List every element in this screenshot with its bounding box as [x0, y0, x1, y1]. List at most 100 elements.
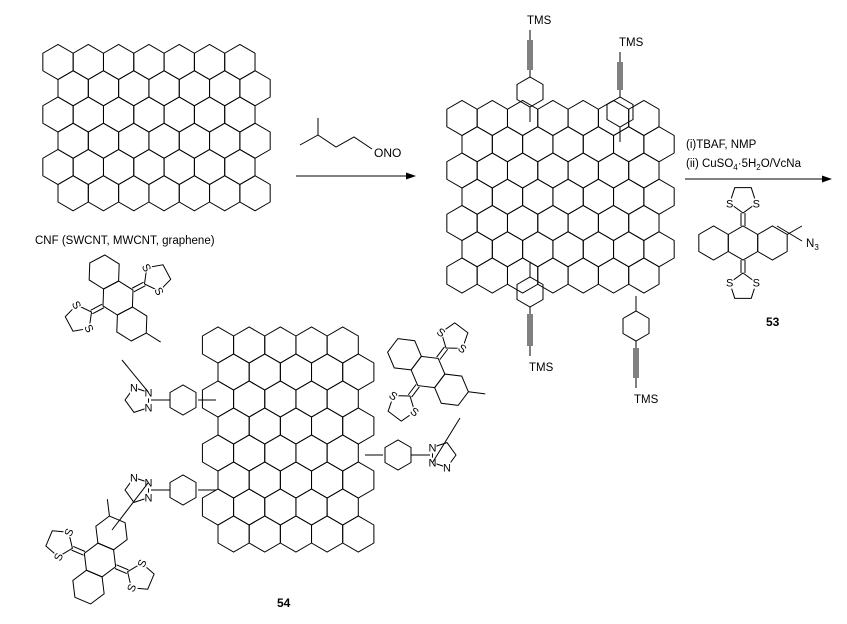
graphene-hexagon [506, 99, 539, 137]
graphene-hexagon [248, 515, 281, 553]
graphene-hexagon [201, 326, 235, 364]
exocyclic-double-bond [92, 307, 105, 315]
atom-mask [428, 457, 437, 469]
graphene-hexagon [506, 152, 539, 189]
graphene-hexagon [201, 488, 235, 526]
compound-number-54: 54 [277, 596, 291, 610]
atom-mask [52, 551, 66, 563]
sulfur-atom: S [753, 198, 760, 210]
graphene-hexagon [72, 96, 104, 133]
anthracene-ring [83, 542, 117, 578]
graphene-hexagon [522, 178, 554, 215]
anthracene-ring [72, 569, 105, 605]
graphene-hexagon [342, 353, 375, 391]
graphene-hexagon [326, 326, 359, 364]
graphene-hexagon [248, 353, 281, 391]
nitrogen-atom: N [130, 473, 138, 485]
graphene-hexagon [217, 461, 250, 499]
anthracene-ring [102, 280, 134, 316]
graphene-hexagon [133, 96, 165, 133]
anthracene-ring [757, 225, 788, 261]
exocyclic-double-bond [90, 303, 103, 311]
nitrogen-atom: N [429, 442, 437, 454]
isoamyl-nitrite: ONO [299, 118, 401, 160]
exocyclic-double-bond [71, 549, 84, 556]
exocyclic-double-bond [131, 281, 144, 289]
graphene-hexagon [567, 204, 599, 242]
graphene-hexagon [326, 434, 359, 472]
atom-mask [144, 387, 153, 399]
atom-mask [69, 298, 84, 312]
graphene-hexagon [628, 257, 660, 294]
graphene-hexagon [491, 126, 524, 163]
nitrogen-atom: N [145, 387, 153, 399]
graphene-hexagon [552, 231, 584, 268]
reaction-arrow-2 [685, 175, 832, 183]
exocyclic-double-bond [407, 384, 417, 396]
graphene-hexagon [163, 148, 195, 186]
graphene-hexagon [102, 148, 135, 186]
graphene-hexagon [326, 488, 359, 526]
atom-mask [82, 322, 96, 335]
graphene-hexagon [193, 43, 226, 81]
graphene-hexagon [217, 407, 250, 445]
nitrogen-atom: N [145, 477, 153, 489]
graphene-hexagon [102, 96, 135, 133]
exocyclic-double-bond [133, 285, 146, 293]
nitrite-label: ONO [374, 146, 401, 160]
anthracene-ring [95, 515, 128, 551]
sulfur-atom: S [136, 558, 150, 569]
graphene-hexagon [233, 380, 266, 418]
graphene-hexagon [239, 175, 271, 212]
graphene-hexagon [72, 148, 104, 186]
graphene-hexagon [279, 407, 313, 445]
graphene-hexagon [567, 99, 599, 137]
nitrogen-atom: N [130, 383, 138, 395]
graphene-hexagon [628, 204, 660, 242]
exocyclic-double-bond [114, 568, 128, 575]
sulfur-atom: S [726, 198, 733, 210]
graphene-hexagon [567, 257, 599, 294]
exocyclic-double-bond [439, 348, 449, 360]
graphene-hexagon [217, 353, 250, 391]
graphene-hexagon [613, 178, 645, 215]
tms-functionalized-sheet [446, 99, 675, 294]
graphene-hexagon [148, 122, 180, 159]
sulfur-atom: S [52, 551, 66, 562]
product-54-sheet [201, 326, 375, 553]
azide-label: N3 [806, 238, 819, 252]
graphene-hexagon [342, 461, 375, 499]
graphene-hexagon [597, 99, 630, 137]
graphene-hexagon [239, 122, 271, 159]
graphene-hexagon [643, 126, 675, 163]
atom-mask [725, 198, 734, 210]
graphene-hexagon [342, 407, 375, 445]
graphene-hexagon [102, 43, 135, 81]
graphene-hexagon [148, 70, 180, 107]
graphene-hexagon [506, 257, 539, 294]
graphene-hexagon [446, 204, 478, 242]
graphene-hexagon [233, 488, 266, 526]
atom-mask [752, 277, 761, 289]
graphene-hexagon [537, 257, 569, 294]
graphene-hexagon [476, 257, 508, 294]
graphene-hexagon [248, 461, 281, 499]
graphene-hexagon [42, 96, 74, 133]
atom-mask [407, 405, 421, 419]
graphene-hexagon [87, 122, 120, 159]
phenyl-ring [169, 384, 197, 416]
graphene-hexagon [552, 126, 584, 163]
graphene-hexagon [311, 515, 344, 553]
graphene-hexagon [446, 99, 478, 137]
graphene-hexagon [239, 70, 271, 107]
methylene-bond [121, 359, 149, 393]
atom-mask [725, 277, 734, 289]
graphene-hexagon [233, 326, 266, 364]
exocyclic-double-bond [411, 386, 420, 398]
graphene-hexagon [597, 152, 630, 189]
nitrogen-atom: N [145, 493, 153, 505]
methylene-bond [111, 482, 149, 531]
